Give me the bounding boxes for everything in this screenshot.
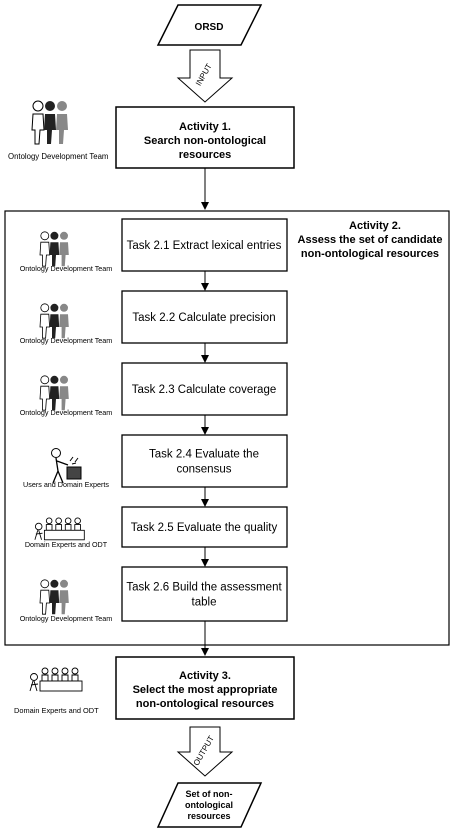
activity3-line2: non-ontological resources xyxy=(136,698,274,710)
output-line2: ontological xyxy=(185,800,233,810)
activity3-actor: Domain Experts and ODT xyxy=(14,667,99,715)
activity2-title: Activity 2. xyxy=(349,220,401,232)
activity1-box: Activity 1. Search non-ontological resou… xyxy=(115,106,295,169)
task-box xyxy=(121,290,288,344)
team-icon xyxy=(39,303,69,339)
task-actor-label: Users and Domain Experts xyxy=(23,480,109,489)
task-box xyxy=(121,218,288,272)
task-6: Task 2.6 Build the assessment tableOntolo… xyxy=(20,566,288,623)
team-icon xyxy=(39,231,69,267)
task-box xyxy=(121,566,288,622)
activity3-box: Activity 3. Select the most appropriate … xyxy=(115,656,295,720)
task-label: consensus xyxy=(177,464,232,476)
output-line1: Set of non- xyxy=(186,789,233,799)
team-icon xyxy=(31,100,68,145)
activity1-actor-label: Ontology Development Team xyxy=(8,152,108,161)
activity2-container xyxy=(4,210,450,646)
expert-panel-icon xyxy=(29,667,83,692)
output-line3: resources xyxy=(187,811,230,821)
activity1-line2: resources xyxy=(179,149,232,161)
task-actor-label: Ontology Development Team xyxy=(20,336,113,345)
output-arrow: OUTPUT xyxy=(176,726,234,777)
task-label: Task 2.2 Calculate precision xyxy=(132,312,275,324)
activity1-title: Activity 1. xyxy=(179,121,231,133)
team-icon xyxy=(39,579,69,615)
task-actor-label: Ontology Development Team xyxy=(20,614,113,623)
input-parallelogram: ORSD xyxy=(156,4,263,46)
task-actor-label: Domain Experts and ODT xyxy=(25,540,108,549)
task-label: Task 2.5 Evaluate the quality xyxy=(131,522,278,534)
expert-panel-icon xyxy=(34,517,85,541)
input-label: ORSD xyxy=(195,22,224,33)
user-voting-icon xyxy=(51,448,82,484)
task-label: Task 2.6 Build the assessment xyxy=(126,582,282,594)
activity3-actor-label: Domain Experts and ODT xyxy=(14,706,99,715)
task-label: Task 2.1 Extract lexical entries xyxy=(127,240,282,252)
task-box xyxy=(121,506,288,548)
task-label: table xyxy=(192,597,217,609)
activity3-line1: Select the most appropriate xyxy=(133,684,278,696)
task-box xyxy=(121,362,288,416)
tasks-layer: Task 2.1 Extract lexical entriesOntology… xyxy=(20,218,288,623)
task-actor-label: Ontology Development Team xyxy=(20,408,113,417)
activity3-title: Activity 3. xyxy=(179,670,231,682)
team-icon xyxy=(39,375,69,411)
output-parallelogram: Set of non- ontological resources xyxy=(156,782,263,828)
task-actor-label: Ontology Development Team xyxy=(20,264,113,273)
task-label: Task 2.4 Evaluate the xyxy=(149,449,259,461)
task-box xyxy=(121,434,288,488)
activity2-line1: Assess the set of candidate xyxy=(298,234,443,246)
activity1-line1: Search non-ontological xyxy=(144,135,266,147)
task-label: Task 2.3 Calculate coverage xyxy=(132,384,276,396)
input-arrow: INPUT xyxy=(176,49,234,103)
activity2-line2: non-ontological resources xyxy=(301,248,439,260)
activity1-actor: Ontology Development Team xyxy=(8,100,108,161)
task-1: Task 2.1 Extract lexical entriesOntology… xyxy=(20,218,288,291)
